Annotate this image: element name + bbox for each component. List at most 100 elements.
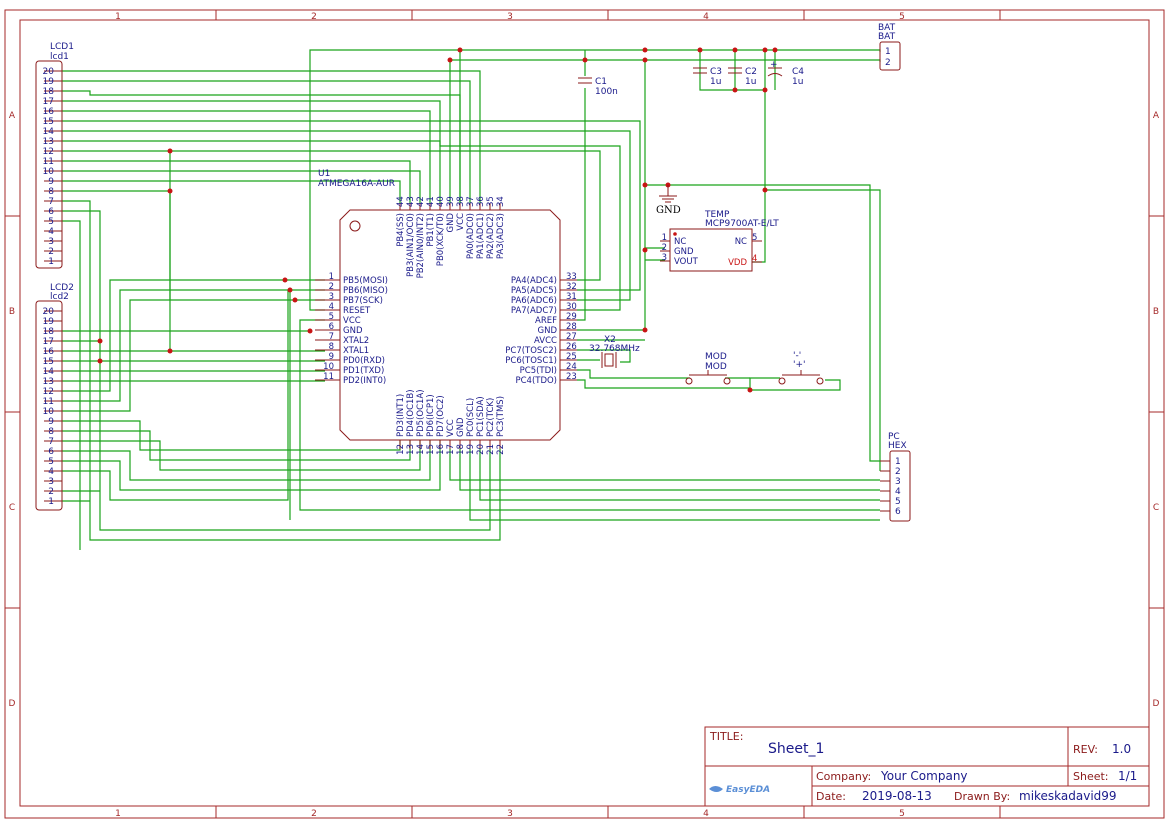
lcd1-pin-number: 8	[48, 187, 54, 197]
u1-pin-number: 44	[396, 196, 406, 207]
lcd1-pin-number: 12	[43, 147, 54, 157]
lcd2-pin-number: 17	[43, 337, 54, 347]
lcd1-pin-number: 15	[43, 117, 54, 127]
u1-pin-number: 42	[416, 196, 426, 207]
col-label: 2	[311, 809, 317, 819]
u1-pin-name: GND	[446, 213, 456, 233]
u1-pin-name: GND	[456, 417, 466, 437]
temp-pin-number: 2	[662, 243, 667, 253]
lcd1-pin-number: 20	[43, 67, 55, 77]
row-label: D	[9, 699, 16, 709]
u1-pin-name: PD4(OC1B)	[406, 389, 416, 437]
col-label: 1	[115, 12, 121, 22]
col-label: 3	[507, 809, 513, 819]
lcd1-pin-number: 14	[43, 127, 55, 137]
lcd2-pin-number: 8	[48, 427, 54, 437]
u1-pin-number: 23	[566, 372, 577, 382]
temp-pin-name: VOUT	[674, 257, 699, 267]
easyeda-logo: EasyEDA	[709, 785, 770, 795]
u1-pin-name: PA2(ADC2)	[486, 213, 496, 259]
lcd2-pin-number: 10	[43, 407, 55, 417]
lcd2-value: lcd2	[50, 292, 69, 302]
lcd1-connector: LCD1 lcd1 201918171615141312111098765432…	[35, 42, 74, 269]
net-wires	[62, 49, 881, 550]
lcd2-pin-number: 12	[43, 387, 54, 397]
lcd2-connector: LCD2 lcd2 201918171615141312111098765432…	[35, 283, 74, 511]
bat-connector: BAT BAT 1 2	[878, 23, 901, 71]
lcd2-pin-number: 9	[48, 417, 54, 427]
u1-pin-number: 35	[486, 196, 496, 207]
plus-minus-button: '-' '+'	[778, 351, 824, 385]
u1-pin-name: PD5(OC1A)	[416, 389, 426, 437]
u1-pin-name: PA6(ADC6)	[511, 296, 557, 306]
c4-polarity: +	[770, 60, 778, 70]
u1-pin-name: PD0(RXD)	[343, 356, 385, 366]
u1-pin-name: PA5(ADC5)	[511, 286, 557, 296]
u1-pin-name: PB1(T1)	[426, 213, 436, 247]
c4-capacitor: + C4 1u	[767, 60, 804, 87]
u1-pin-number: 24	[566, 362, 577, 372]
u1-pin-name: PA7(ADC7)	[511, 306, 557, 316]
mod-ref: MOD	[705, 352, 727, 362]
u1-pin-name: PB4(SS)	[396, 213, 406, 247]
u1-pin-number: 33	[566, 272, 577, 282]
u1-pin-number: 26	[566, 342, 577, 352]
u1-pin-number: 22	[496, 444, 506, 455]
u1-pin-number: 37	[466, 196, 476, 207]
lcd2-pin-number: 18	[43, 327, 55, 337]
u1-pin-number: 28	[566, 322, 577, 332]
c3-value: 1u	[710, 77, 721, 87]
lcd1-pin-number: 2	[48, 247, 54, 257]
date-value: 2019-08-13	[862, 789, 932, 803]
u1-pin-name: PC0(SCL)	[466, 398, 476, 437]
u1-pin-number: 34	[496, 196, 506, 207]
lcd1-pin-number: 13	[43, 137, 54, 147]
u1-pin-number: 18	[456, 444, 466, 455]
lcd1-pin-number: 1	[48, 257, 54, 267]
lcd1-pin-number: 7	[48, 197, 54, 207]
u1-pin-name: PA4(ADC4)	[511, 276, 557, 286]
u1-pin-number: 12	[396, 444, 406, 455]
pc-pin-number: 6	[895, 507, 901, 517]
col-label: 3	[507, 12, 513, 22]
u1-pin-name: VCC	[456, 213, 466, 231]
u1-pin-name: PC1(SDA)	[476, 396, 486, 437]
lcd2-ref: LCD2	[50, 283, 74, 293]
bat-value: BAT	[878, 32, 896, 42]
col-label: 2	[311, 12, 317, 22]
row-label: C	[9, 503, 15, 513]
lcd2-pin-number: 15	[43, 357, 54, 367]
u1-pin-number: 31	[566, 292, 577, 302]
u1-pin-name: XTAL2	[343, 336, 369, 346]
u1-value: ATMEGA16A-AUR	[318, 179, 395, 189]
pc-pin-number: 3	[895, 477, 901, 487]
u1-pin-name: GND	[538, 326, 558, 336]
x2-crystal: X2 32.768MHz	[589, 335, 640, 368]
u1-pin-name: PB3(AIN1/OC0)	[406, 213, 416, 277]
lcd1-pin-number: 9	[48, 177, 54, 187]
u1-pin-number: 2	[329, 282, 334, 292]
u1-pin-number: 15	[426, 444, 436, 455]
u1-pin-name: GND	[343, 326, 363, 336]
mod-button: MOD MOD	[685, 352, 731, 385]
sheet-value: 1/1	[1118, 769, 1137, 783]
lcd1-pin-number: 10	[43, 167, 55, 177]
temp-pin-number: 5	[752, 233, 757, 243]
u1-pin-number: 6	[329, 322, 334, 332]
c1-ref: C1	[595, 77, 607, 87]
lcd1-pin-number: 6	[48, 207, 54, 217]
rev-label: REV:	[1073, 743, 1098, 756]
sheet-title: Sheet_1	[768, 741, 824, 757]
u1-pin-number: 30	[566, 302, 577, 312]
lcd2-pin-number: 16	[43, 347, 55, 357]
lcd1-pin-number: 5	[48, 217, 54, 227]
u1-pin-name: PD2(INT0)	[343, 376, 386, 386]
lcd2-pin-number: 14	[43, 367, 55, 377]
c1-value: 100n	[595, 87, 618, 97]
u1-pin-name: PB5(MOSI)	[343, 276, 388, 286]
col-label: 4	[703, 809, 709, 819]
u1-pin-number: 43	[406, 196, 416, 207]
bat-pin: 1	[885, 47, 891, 57]
pc-pin-number: 4	[895, 487, 901, 497]
wire-junctions	[97, 47, 778, 393]
